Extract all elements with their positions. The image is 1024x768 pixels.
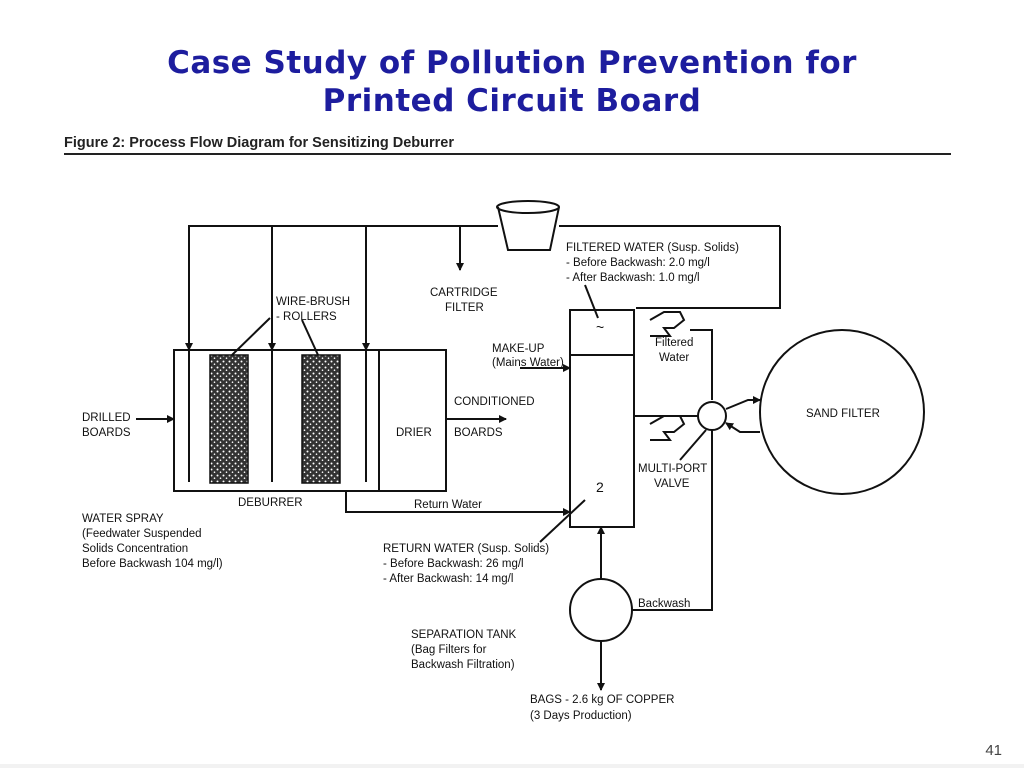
return-water-label: Return Water [414, 499, 482, 511]
wire-brush-leader [231, 317, 271, 356]
filtered-label-1: Filtered [655, 337, 693, 349]
multiport-label-2: VALVE [654, 478, 690, 490]
figure-caption: Figure 2: Process Flow Diagram for Sensi… [64, 135, 454, 151]
cartridge-filter [497, 206, 560, 251]
drilled-label-1: DRILLED [82, 412, 131, 424]
cartridge-filter-rim [496, 200, 560, 214]
slide-title: Case Study of Pollution Prevention for P… [0, 44, 1024, 120]
separation-label-1: SEPARATION TANK [411, 629, 517, 641]
water-spray-label-4: Before Backwash 104 mg/l) [82, 558, 223, 570]
backwash-label: Backwash [638, 598, 690, 610]
filtered-water-label-2: - Before Backwash: 2.0 mg/l [566, 257, 710, 269]
return-susp-leader [539, 499, 586, 543]
drilled-label-2: BOARDS [82, 427, 131, 439]
wire-brush-leader-2 [301, 319, 319, 356]
bags-label-1: BAGS - 2.6 kg OF COPPER [530, 694, 674, 706]
wire-brush-roller-1 [209, 354, 249, 484]
slide-bottom-band [0, 764, 1024, 768]
return-susp-label-1: RETURN WATER (Susp. Solids) [383, 543, 549, 555]
wire-brush-label-1: WIRE-BRUSH [276, 296, 350, 308]
separation-tank [569, 578, 633, 642]
conditioned-label-1: CONDITIONED [454, 396, 535, 408]
drier-label: DRIER [396, 427, 432, 439]
cartridge-label-2: FILTER [445, 302, 484, 314]
bags-label-2: (3 Days Production) [530, 710, 632, 722]
multiport-label-1: MULTI-PORT [638, 463, 707, 475]
makeup-label-2: (Mains Water) [492, 357, 564, 369]
return-susp-label-3: - After Backwash: 14 mg/l [383, 573, 513, 585]
separation-label-3: Backwash Filtration) [411, 659, 515, 671]
valve-to-column-top [690, 329, 713, 400]
valve-to-sand-top [725, 396, 761, 410]
makeup-label-1: MAKE-UP [492, 343, 545, 355]
filtered-water-return-loop [636, 226, 781, 309]
return-susp-label-2: - Before Backwash: 26 mg/l [383, 558, 524, 570]
figure-caption-rule [64, 153, 951, 155]
page-number: 41 [985, 742, 1002, 759]
return-water-line [345, 491, 571, 516]
column-symbol-top: ~ [596, 319, 604, 335]
conditioned-label-2: BOARDS [454, 427, 503, 439]
filtered-water-label-1: FILTERED WATER (Susp. Solids) [566, 242, 739, 254]
water-spray-label-3: Solids Concentration [82, 543, 188, 555]
pump-top [649, 311, 686, 337]
backwash-line [632, 430, 713, 611]
slide-title-line-2: Printed Circuit Board [322, 83, 702, 119]
wire-brush-label-2: - ROLLERS [276, 311, 337, 323]
cartridge-label-1: CARTRIDGE [430, 287, 498, 299]
filtered-water-label-3: - After Backwash: 1.0 mg/l [566, 272, 700, 284]
water-spray-label-2: (Feedwater Suspended [82, 528, 202, 540]
sand-filter [759, 329, 925, 495]
column-symbol-bottom: 2 [596, 479, 604, 495]
separation-label-2: (Bag Filters for [411, 644, 487, 656]
sand-filter-label: SAND FILTER [806, 408, 880, 420]
multiport-leader [679, 429, 707, 461]
filtered-label-2: Water [659, 352, 689, 364]
slide-title-line-1: Case Study of Pollution Prevention for [167, 45, 857, 81]
sand-to-valve-bottom [725, 422, 760, 433]
pump-bottom [649, 415, 686, 441]
wire-brush-roller-2 [301, 354, 341, 484]
multiport-valve [697, 401, 727, 431]
water-spray-label-1: WATER SPRAY [82, 513, 164, 525]
spray-supply-line [188, 225, 498, 340]
deburrer-label: DEBURRER [238, 497, 303, 509]
filtered-susp-leader [584, 284, 599, 319]
